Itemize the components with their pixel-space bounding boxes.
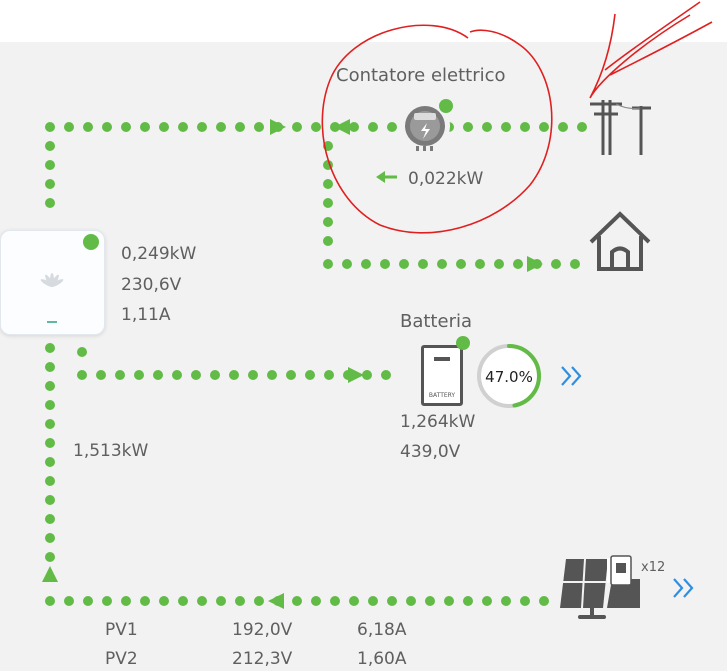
huawei-logo-icon — [40, 273, 64, 323]
battery-status-dot — [456, 336, 470, 350]
inverter-voltage: 230,6V — [121, 275, 182, 295]
meter-title: Contatore elettrico — [336, 65, 506, 86]
battery-top-slot — [434, 357, 450, 361]
battery-soc-arc — [477, 344, 541, 408]
pv-string-voltage: 212,3V — [232, 649, 293, 669]
flow-arrow-right-house — [527, 256, 543, 272]
battery-device[interactable]: BATTERY — [421, 345, 463, 406]
flow-arrow-left-pv — [268, 593, 284, 609]
inverter-power: 0,249kW — [121, 244, 197, 264]
inverter-device[interactable] — [0, 230, 105, 335]
pv-string-current: 6,18A — [357, 620, 407, 640]
flow-arrow-up-pv — [42, 566, 58, 582]
inverter-current: 1,11A — [121, 305, 171, 325]
inverter-status-dot — [83, 234, 99, 250]
meter-power: 0,022kW — [408, 169, 484, 189]
battery-device-label: BATTERY — [428, 392, 456, 399]
pv-panel-count: x12 — [641, 560, 666, 575]
battery-soc-text: 47.0% — [485, 368, 533, 386]
pv-string-current: 1,60A — [357, 649, 407, 669]
flow-arrow-left-top — [334, 119, 350, 135]
flow-arrow-right-top — [270, 119, 286, 135]
flow-arrow-right-battery — [348, 367, 364, 383]
battery-title: Batteria — [400, 311, 472, 332]
pv-string-voltage: 192,0V — [232, 620, 293, 640]
pv-string-name: PV2 — [105, 649, 138, 669]
battery-power: 1,264kW — [400, 412, 476, 432]
battery-voltage: 439,0V — [400, 442, 461, 462]
pv-string-name: PV1 — [105, 620, 138, 640]
pv-total-power: 1,513kW — [73, 441, 149, 461]
